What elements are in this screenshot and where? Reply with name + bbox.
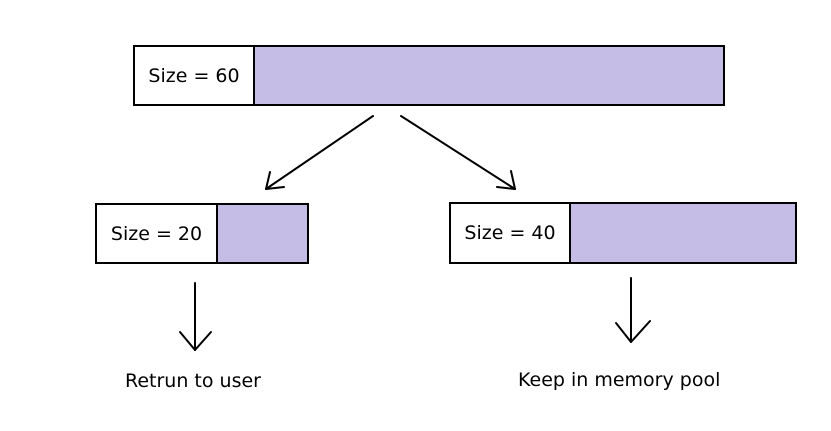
caption-keep-in-pool: Keep in memory pool <box>518 369 721 391</box>
memory-block-size-40: Size = 40 <box>449 202 797 264</box>
block-body <box>571 204 795 262</box>
block-body <box>218 205 307 262</box>
block-size-label: Size = 60 <box>135 47 255 104</box>
block-body <box>255 47 723 104</box>
split-arrow-right <box>400 115 516 190</box>
memory-block-size-60: Size = 60 <box>133 45 725 106</box>
down-arrow-left <box>179 282 212 351</box>
caption-return-to-user: Retrun to user <box>125 370 261 392</box>
block-size-label: Size = 40 <box>451 204 571 262</box>
block-size-label: Size = 20 <box>97 205 218 262</box>
memory-block-size-20: Size = 20 <box>95 203 309 264</box>
down-arrow-right <box>615 277 651 343</box>
split-arrow-left <box>265 115 374 190</box>
